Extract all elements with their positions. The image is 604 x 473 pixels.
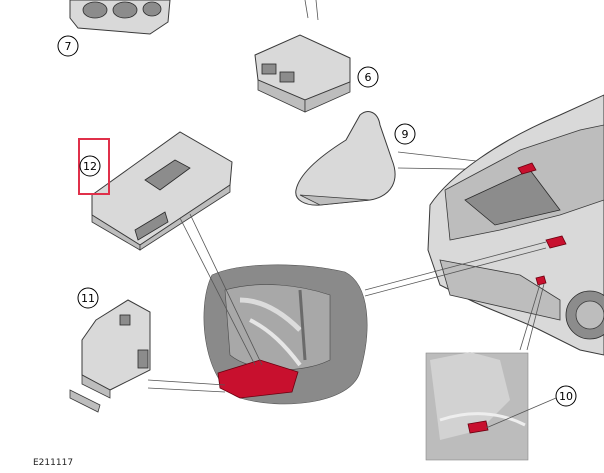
leader-12-a <box>179 217 256 366</box>
leader-12-b <box>189 213 263 366</box>
part-10-inset <box>425 352 529 461</box>
figure-id: E211117 <box>33 458 74 468</box>
callout-12-label: 12 <box>83 160 97 173</box>
part-11-module <box>69 299 151 413</box>
leader-vehicle-a <box>364 241 547 291</box>
callout-10: 10 <box>555 385 577 407</box>
leader-11-b <box>147 387 226 393</box>
callout-9-label: 9 <box>402 128 409 141</box>
vehicle-illustration <box>427 94 604 356</box>
callout-12: 12 <box>78 138 110 195</box>
part-6-module <box>254 0 351 113</box>
part-7-control-panel <box>69 0 171 35</box>
part-9-antenna <box>295 111 396 206</box>
callout-7: 7 <box>57 35 79 57</box>
leader-10-a <box>519 283 541 351</box>
leader-10-b <box>526 283 545 351</box>
callout-9: 9 <box>394 123 416 145</box>
callout-11-label: 11 <box>81 292 95 305</box>
leader-vehicle-b <box>364 247 547 297</box>
installation-view <box>203 264 368 405</box>
leader-11-a <box>147 379 226 386</box>
leader-10-c <box>485 397 557 429</box>
callout-6-label: 6 <box>365 71 372 84</box>
callout-10-label: 10 <box>559 390 573 403</box>
highlight-box-12 <box>78 138 110 195</box>
part-12-module <box>91 131 233 251</box>
callout-6: 6 <box>357 66 379 88</box>
callout-11: 11 <box>77 287 99 309</box>
callout-7-label: 7 <box>65 40 72 53</box>
